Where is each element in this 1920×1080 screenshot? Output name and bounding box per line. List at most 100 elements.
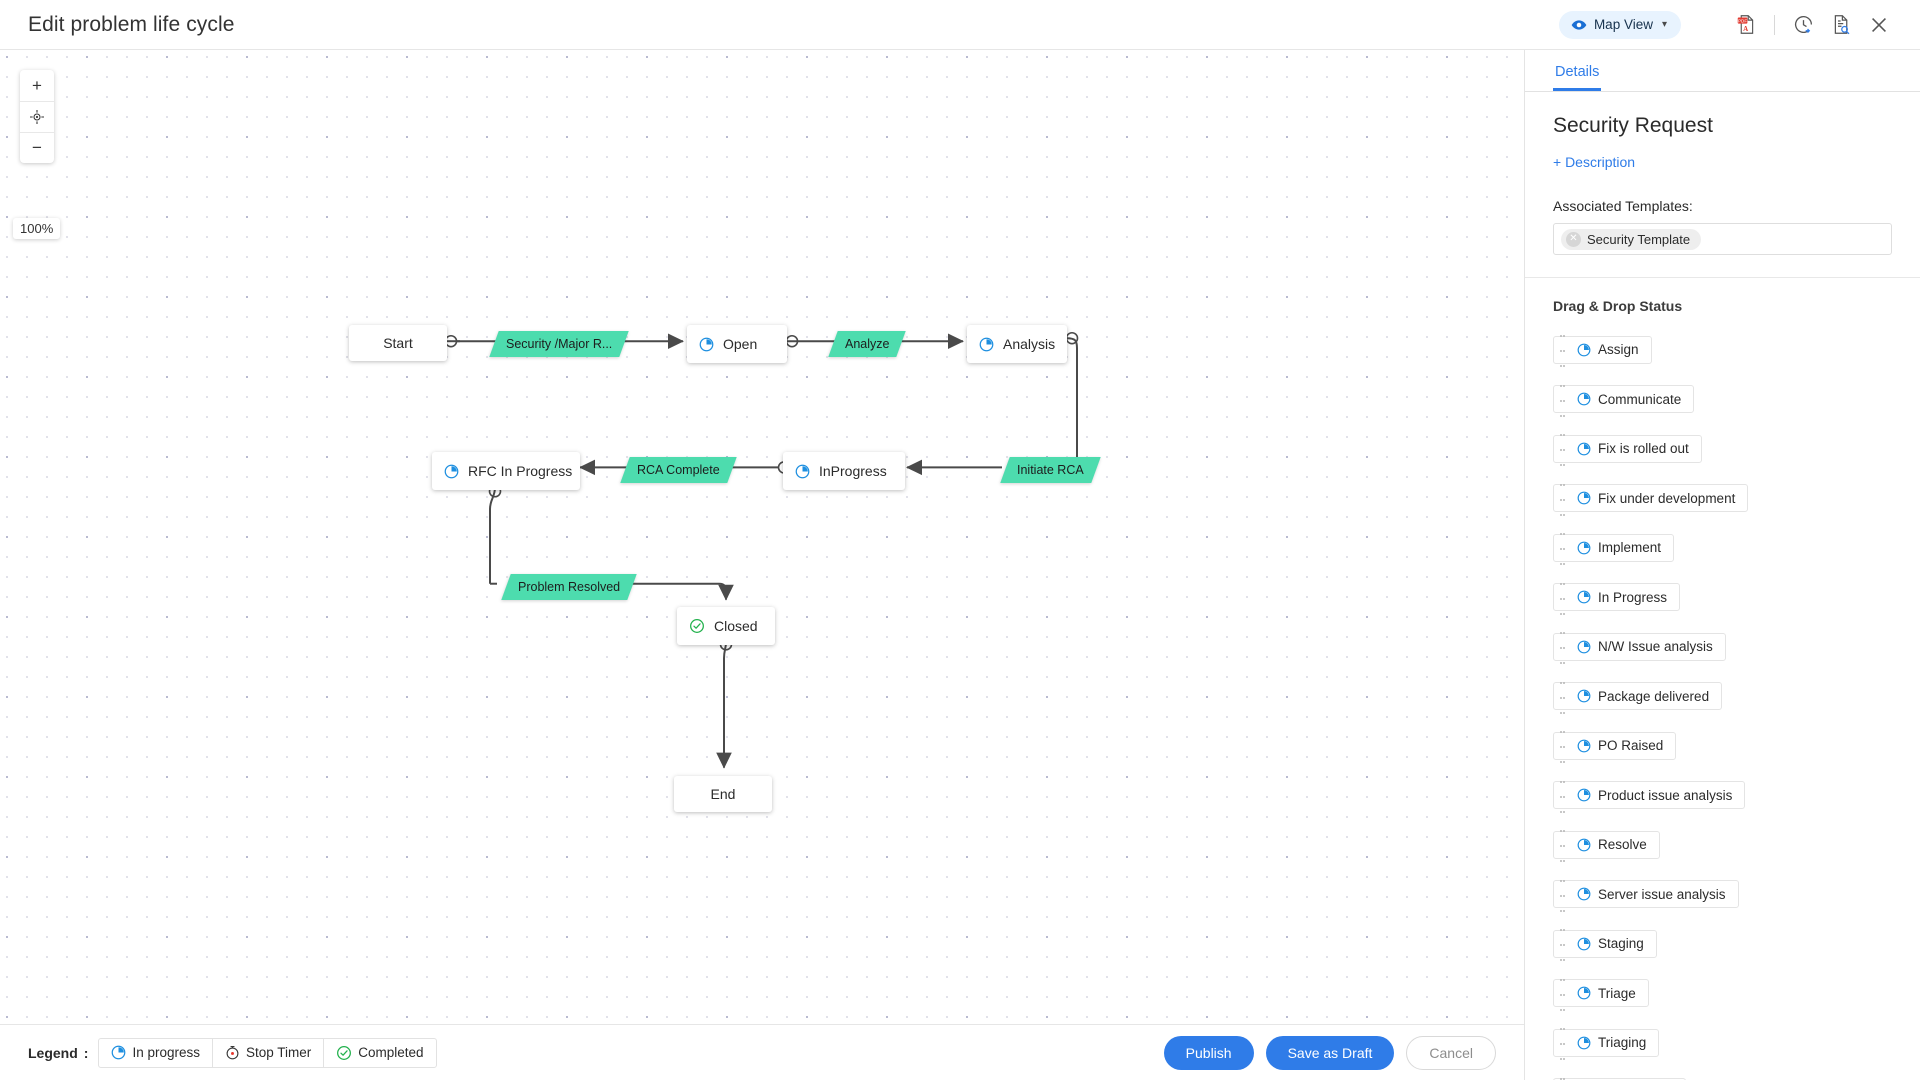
- status-row: Server issue analysis: [1553, 871, 1892, 921]
- fit-to-screen-icon[interactable]: [20, 101, 54, 132]
- transition-initiate-rca[interactable]: Initiate RCA: [1000, 457, 1101, 483]
- tab-details[interactable]: Details: [1553, 64, 1602, 91]
- divider: [1525, 277, 1920, 278]
- drag-handle-icon[interactable]: [1560, 327, 1570, 372]
- status-item-trigger-rca[interactable]: Trigger RCA: [1553, 1077, 1686, 1080]
- transition-label: RCA Complete: [637, 463, 720, 477]
- cancel-button[interactable]: Cancel: [1406, 1035, 1496, 1070]
- node-end[interactable]: End: [674, 776, 772, 812]
- in-progress-icon: [1577, 640, 1591, 654]
- zoom-level-label: 100%: [13, 218, 61, 239]
- status-item-po-raised[interactable]: PO Raised: [1553, 731, 1677, 763]
- node-rfc-in-progress[interactable]: RFC In Progress: [432, 452, 580, 490]
- status-label: Triage: [1598, 985, 1636, 1001]
- drag-handle-icon[interactable]: [1560, 921, 1570, 966]
- status-item-triaging[interactable]: Triaging: [1553, 1028, 1660, 1060]
- status-label: N/W Issue analysis: [1598, 639, 1713, 654]
- drag-handle-icon[interactable]: [1560, 971, 1570, 1016]
- node-inprogress[interactable]: InProgress: [783, 452, 905, 490]
- svg-text:A: A: [1743, 25, 1748, 33]
- status-item-product-issue-analysis[interactable]: Product issue analysis: [1553, 780, 1746, 813]
- in-progress-icon: [1577, 442, 1591, 456]
- status-item-implement[interactable]: Implement: [1553, 533, 1675, 565]
- document-search-icon[interactable]: [1822, 6, 1860, 44]
- status-row: Resolve: [1553, 821, 1892, 871]
- in-progress-icon: [1577, 1036, 1591, 1050]
- close-icon[interactable]: [1860, 6, 1898, 44]
- in-progress-icon: [1577, 343, 1591, 357]
- status-item-fix-is-rolled-out[interactable]: Fix is rolled out: [1553, 434, 1702, 466]
- node-label: Analysis: [1003, 336, 1056, 352]
- status-item-server-issue-analysis[interactable]: Server issue analysis: [1553, 879, 1739, 912]
- transition-analyze[interactable]: Analyze: [828, 331, 907, 357]
- in-progress-icon: [1577, 887, 1591, 901]
- status-row: Implement: [1553, 524, 1892, 574]
- status-item-package-delivered[interactable]: Package delivered: [1553, 681, 1723, 714]
- page-title: Edit problem life cycle: [28, 12, 235, 36]
- drag-handle-icon[interactable]: [1560, 723, 1570, 768]
- add-description-link[interactable]: + Description: [1553, 154, 1636, 170]
- details-panel: Details Security Request + Description A…: [1524, 50, 1920, 1080]
- associated-templates-field[interactable]: ✕ Security Template: [1553, 223, 1892, 255]
- status-label: Fix is rolled out: [1598, 441, 1689, 456]
- close-icon[interactable]: ✕: [1566, 231, 1581, 247]
- node-label: Start: [383, 335, 413, 351]
- status-item-communicate[interactable]: Communicate: [1553, 384, 1695, 417]
- history-clock-icon[interactable]: [1784, 6, 1822, 44]
- status-row: Fix is rolled out: [1553, 425, 1892, 475]
- legend-item-label: Completed: [358, 1045, 424, 1060]
- drag-handle-icon[interactable]: [1560, 822, 1570, 867]
- drag-handle-icon[interactable]: [1560, 872, 1570, 917]
- status-row: PO Raised: [1553, 722, 1892, 772]
- template-chip[interactable]: ✕ Security Template: [1561, 228, 1702, 250]
- status-row: Assign: [1553, 326, 1892, 376]
- drag-handle-icon[interactable]: [1560, 575, 1570, 620]
- drag-handle-icon[interactable]: [1560, 476, 1570, 521]
- panel-body: Security Request + Description Associate…: [1525, 92, 1920, 1080]
- drag-handle-icon[interactable]: [1560, 525, 1570, 570]
- node-closed[interactable]: Closed: [677, 607, 775, 645]
- publish-button[interactable]: Publish: [1163, 1035, 1254, 1070]
- transition-label: Analyze: [845, 337, 890, 351]
- node-open[interactable]: Open: [687, 325, 787, 363]
- export-pdf-icon[interactable]: PDF A: [1727, 6, 1765, 44]
- transition-security-major-r[interactable]: Security /Major R...: [489, 331, 630, 357]
- stop-timer-icon: [225, 1045, 240, 1060]
- status-label: Assign: [1598, 342, 1639, 357]
- flow-canvas[interactable]: + − 100%: [0, 50, 1524, 1024]
- drag-handle-icon[interactable]: [1560, 674, 1570, 719]
- status-item-fix-under-development[interactable]: Fix under development: [1553, 483, 1749, 516]
- in-progress-icon: [1577, 392, 1591, 406]
- node-analysis[interactable]: Analysis: [967, 325, 1067, 363]
- status-item-triage[interactable]: Triage: [1553, 978, 1649, 1011]
- node-start[interactable]: Start: [349, 325, 447, 361]
- transition-problem-resolved[interactable]: Problem Resolved: [501, 574, 637, 600]
- drag-handle-icon[interactable]: [1560, 1070, 1570, 1080]
- zoom-control-group: + −: [20, 70, 54, 163]
- drag-handle-icon[interactable]: [1560, 377, 1570, 422]
- status-item-in-progress[interactable]: In Progress: [1553, 582, 1681, 615]
- legend-item-stop-timer: Stop Timer: [212, 1038, 323, 1067]
- drag-handle-icon[interactable]: [1560, 426, 1570, 471]
- save-as-draft-button[interactable]: Save as Draft: [1265, 1035, 1395, 1070]
- drag-handle-icon[interactable]: [1560, 773, 1570, 818]
- status-label: Communicate: [1598, 391, 1682, 407]
- status-label: Resolve: [1598, 837, 1647, 852]
- status-item-resolve[interactable]: Resolve: [1553, 830, 1660, 862]
- transition-rca-complete[interactable]: RCA Complete: [620, 457, 737, 483]
- template-chip-label: Security Template: [1587, 231, 1691, 247]
- status-item-nw-issue-analysis[interactable]: N/W Issue analysis: [1553, 632, 1726, 664]
- in-progress-icon: [444, 464, 459, 479]
- drag-handle-icon[interactable]: [1560, 624, 1570, 669]
- status-item-assign[interactable]: Assign: [1553, 335, 1652, 367]
- map-view-button[interactable]: Map View ▾: [1558, 10, 1681, 39]
- zoom-in-button[interactable]: +: [32, 75, 42, 95]
- in-progress-icon: [1577, 986, 1591, 1000]
- in-progress-icon: [1577, 590, 1591, 604]
- status-row: Triage: [1553, 970, 1892, 1020]
- legend-box: In progress Stop Timer: [98, 1037, 437, 1068]
- status-item-staging[interactable]: Staging: [1553, 929, 1657, 961]
- zoom-out-button[interactable]: −: [20, 132, 54, 163]
- drag-handle-icon[interactable]: [1560, 1020, 1570, 1065]
